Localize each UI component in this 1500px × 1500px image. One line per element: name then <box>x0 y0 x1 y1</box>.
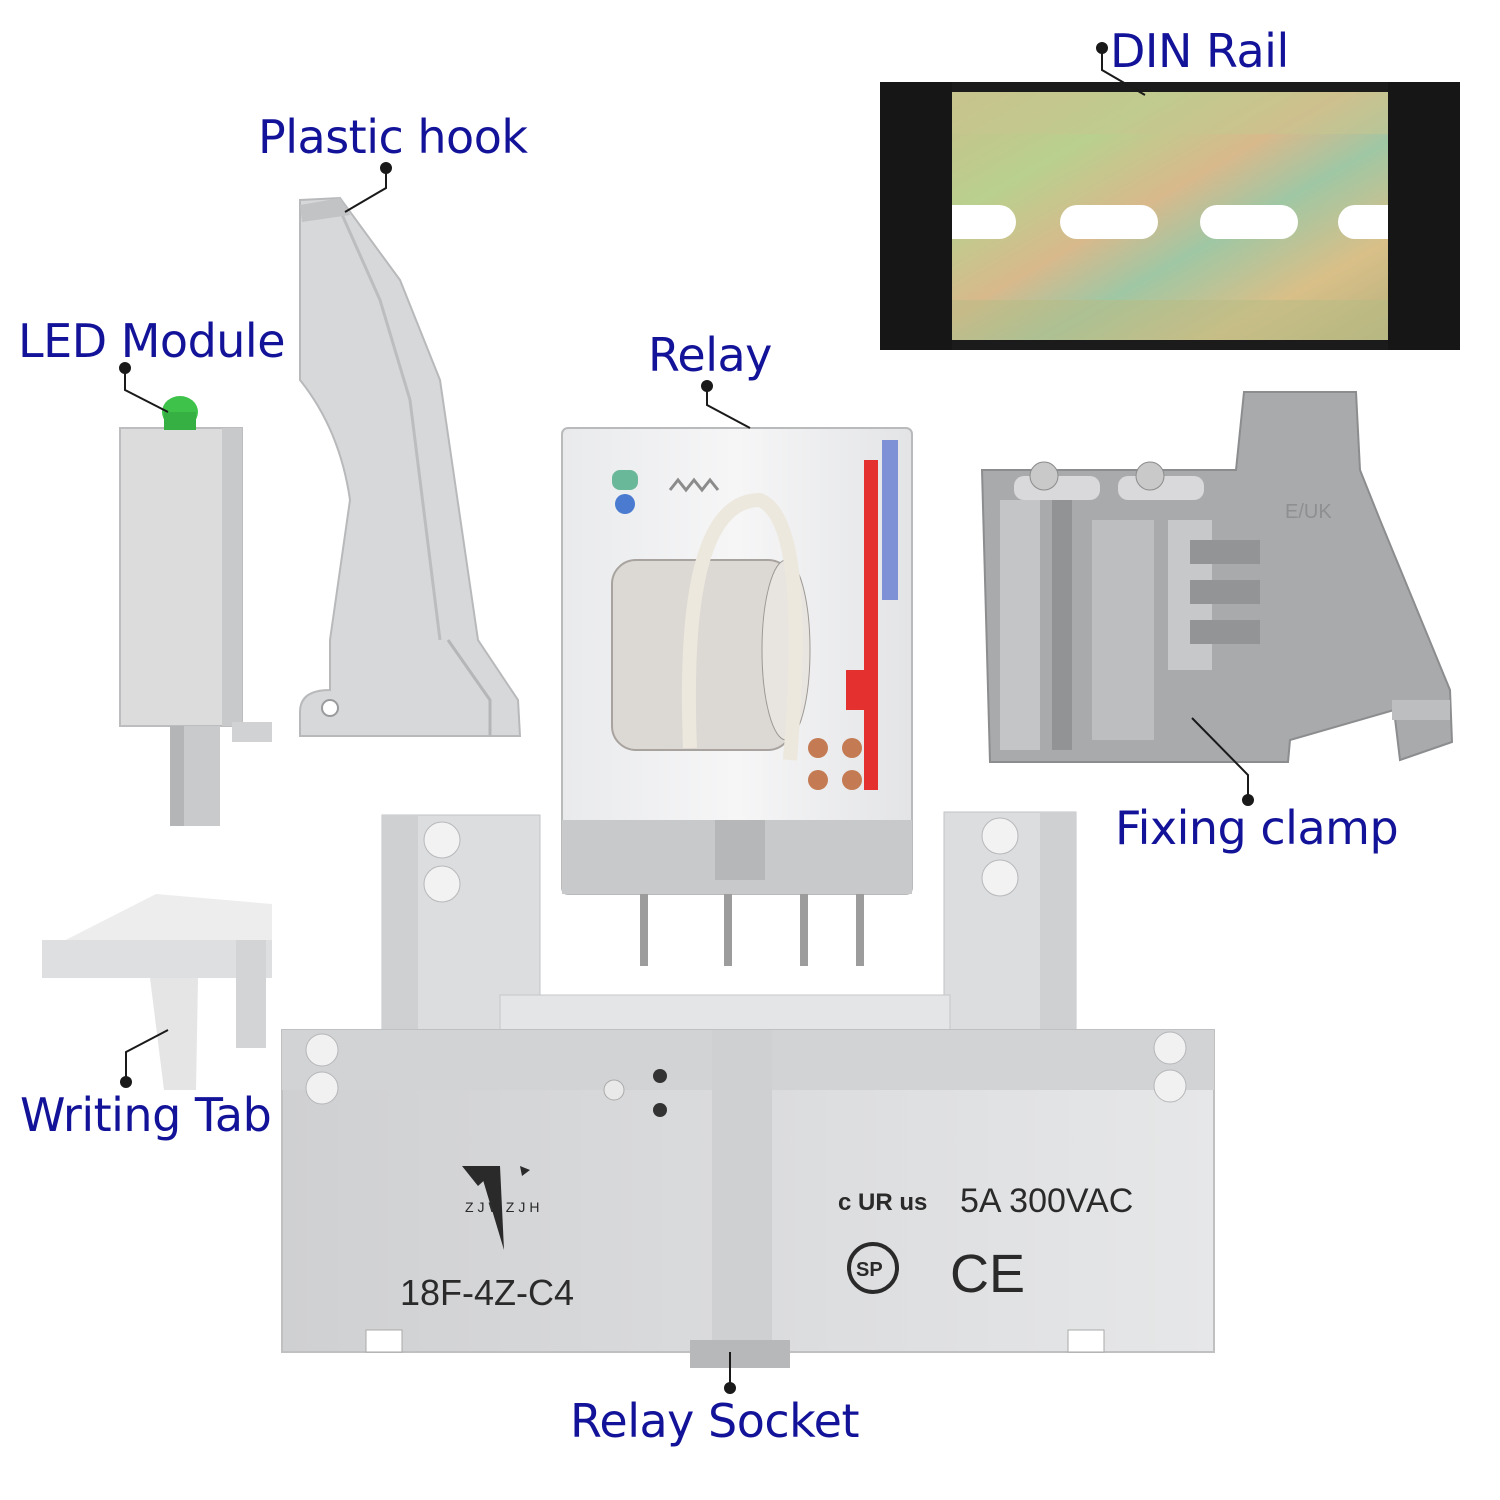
leader-led-module <box>119 362 169 413</box>
label-writing-tab: Writing Tab <box>20 1088 272 1142</box>
leader-lines <box>119 42 1254 1394</box>
csa-mark: SP <box>856 1259 883 1281</box>
fixing-clamp: E/UK <box>980 391 1454 763</box>
plastic-hook <box>299 196 522 737</box>
brand-name: ZJWZJH <box>465 1199 543 1215</box>
leader-writing-tab <box>120 1029 169 1088</box>
rating-text: 5A 300VAC <box>960 1182 1133 1220</box>
relay <box>561 427 913 966</box>
label-led-module: LED Module <box>18 314 286 368</box>
din-rail <box>880 82 1460 350</box>
label-plastic-hook: Plastic hook <box>258 110 528 164</box>
clamp-marking: E/UK <box>1285 501 1332 523</box>
label-fixing-clamp: Fixing clamp <box>1115 801 1399 855</box>
label-relay-socket: Relay Socket <box>570 1394 859 1448</box>
csa-mark-ring <box>847 1242 899 1294</box>
ul-mark: c UR us <box>838 1189 927 1216</box>
ce-mark: CE <box>950 1244 1025 1304</box>
leader-relay-socket <box>724 1352 736 1394</box>
leader-relay <box>701 380 751 429</box>
leader-fixing-clamp <box>1191 717 1254 806</box>
relay-socket: ZJWZJH 18F-4Z-C4 5A 300VAC c UR us SP CE <box>281 811 1215 1368</box>
model-number: 18F-4Z-C4 <box>400 1272 574 1313</box>
brand-logo <box>462 1166 530 1250</box>
leader-din-rail <box>1096 42 1146 96</box>
label-din-rail: DIN Rail <box>1110 24 1289 78</box>
label-relay: Relay <box>648 328 772 382</box>
writing-tab <box>42 894 272 1090</box>
leader-plastic-hook <box>344 162 392 213</box>
led-module <box>119 396 272 826</box>
